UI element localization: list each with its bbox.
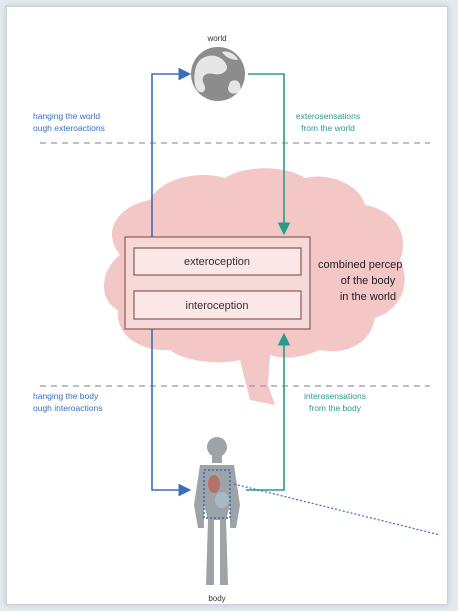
intero-sens-label-1: interosensations [304, 391, 366, 401]
combined-label-1: combined percep [318, 259, 402, 271]
combined-label-2: of the body [341, 275, 396, 287]
human-body-icon [194, 437, 240, 585]
exteroaction-arrow [151, 67, 192, 237]
interoaction-arrow [151, 329, 192, 497]
exteroception-box [133, 247, 302, 276]
combined-label-3: in the world [340, 291, 396, 303]
extero-sens-label-2: from the world [301, 123, 355, 133]
zoom-line [233, 483, 441, 536]
world-label: world [206, 34, 226, 43]
exteroception-label: exteroception [184, 256, 250, 268]
exterosensation-arrow [248, 73, 291, 236]
interoception-box [133, 290, 302, 320]
changing-world-label-1: hanging the world [33, 111, 100, 121]
globe-icon [191, 47, 245, 101]
interoception-label: interoception [186, 300, 249, 312]
body-label: body [208, 594, 225, 603]
intero-sens-label-2: from the body [309, 403, 362, 413]
changing-body-label-1: hanging the body [33, 391, 99, 401]
changing-world-label-2: ough exteroactions [33, 123, 105, 133]
extero-sens-label-1: exterosensations [296, 111, 360, 121]
changing-body-label-2: ough interoactions [33, 403, 102, 413]
